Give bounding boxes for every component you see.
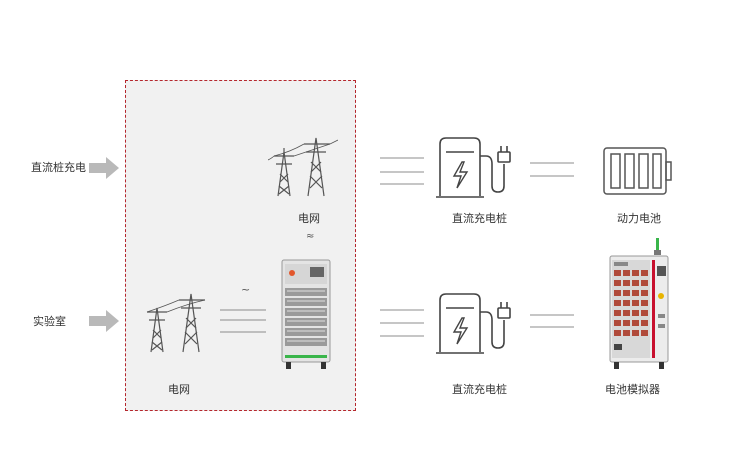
- battery-icon: [603, 147, 672, 195]
- power-grid-icon: [268, 137, 338, 197]
- connection-lines: [380, 309, 424, 337]
- connection-lines: [530, 314, 574, 328]
- power-grid-icon: [146, 293, 206, 353]
- charging-station-icon: [436, 293, 511, 354]
- connection-lines: [530, 162, 574, 177]
- caption-charger-bottom: 直流充电桩: [452, 383, 507, 396]
- power-cabinet-icon: [281, 259, 331, 369]
- caption-grid-bottom: 电网: [168, 383, 190, 396]
- caption-charger-top: 直流充电桩: [452, 212, 507, 225]
- connection-lines: [220, 309, 266, 333]
- battery-simulator-icon: [609, 238, 669, 369]
- arrow-right-icon: [89, 157, 119, 179]
- label-dc-charging: 直流桩充电: [31, 161, 86, 174]
- wavy-symbol: ≈: [306, 231, 315, 242]
- caption-battery-simulator: 电池模拟器: [605, 383, 660, 396]
- caption-grid-top: 电网: [298, 212, 320, 225]
- label-laboratory: 实验室: [33, 315, 66, 328]
- arrow-right-icon: [89, 310, 119, 332]
- caption-battery: 动力电池: [617, 212, 661, 225]
- connection-lines: [380, 157, 424, 185]
- ac-symbol: ~: [241, 283, 251, 296]
- charging-station-icon: [436, 137, 511, 198]
